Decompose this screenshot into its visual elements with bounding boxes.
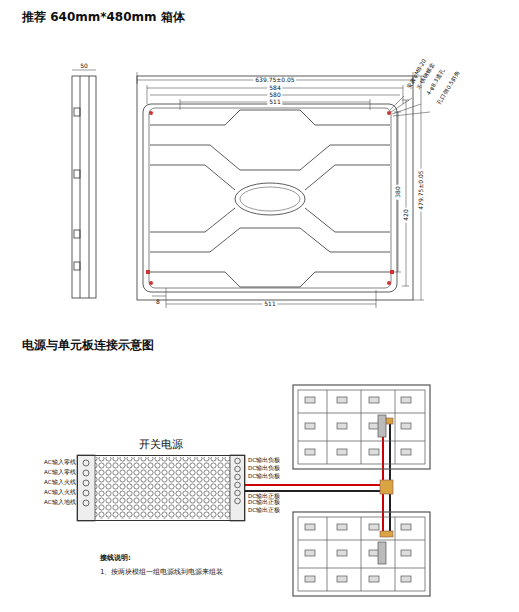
terminal-label: DC输出正极 xyxy=(248,494,280,500)
terminal-label: DC输出负极 xyxy=(248,466,280,472)
terminal-label: AC输入零线 xyxy=(44,470,76,476)
terminal-label: AC输入火线 xyxy=(44,480,76,486)
unit-boards xyxy=(293,385,430,596)
cabinet-drawing xyxy=(72,70,430,308)
dimension: 380 xyxy=(395,184,401,199)
wires xyxy=(245,418,393,537)
dimension: 50 xyxy=(80,63,88,69)
terminal-label: AC输入地线 xyxy=(44,500,76,506)
dimension: 420 xyxy=(403,207,409,222)
dimension: 511 xyxy=(262,301,277,307)
note-text: 1、按两块模组一组电源线到电源来组装 xyxy=(100,569,223,576)
terminal-label: DC输出负极 xyxy=(248,458,280,464)
power-supply-box: 开关电源 xyxy=(77,455,245,521)
terminal-label: AC输入零线 xyxy=(44,460,76,466)
dimension: 639.75±0.05 xyxy=(253,77,296,83)
terminal-label: DC输出正极 xyxy=(248,500,280,506)
dimension: 8 xyxy=(156,299,160,305)
terminal-label: AC输入火线 xyxy=(44,490,76,496)
note-heading: 接线说明: xyxy=(100,555,131,562)
dimension: 584 xyxy=(267,85,282,91)
dimension: 580 xyxy=(267,92,282,98)
terminal-label: DC输出负极 xyxy=(248,474,280,480)
dimension: 511 xyxy=(267,99,282,105)
terminal-label: DC输出正极 xyxy=(248,508,280,514)
power-supply-drawing xyxy=(77,455,245,521)
node-heading: 开关电源 xyxy=(78,437,244,452)
section-heading: 电源与单元板连接示意图 xyxy=(22,339,154,351)
title: 推荐 640mm*480mm 箱体 xyxy=(22,9,185,26)
dimension: 479.75±0.05 xyxy=(418,168,424,211)
